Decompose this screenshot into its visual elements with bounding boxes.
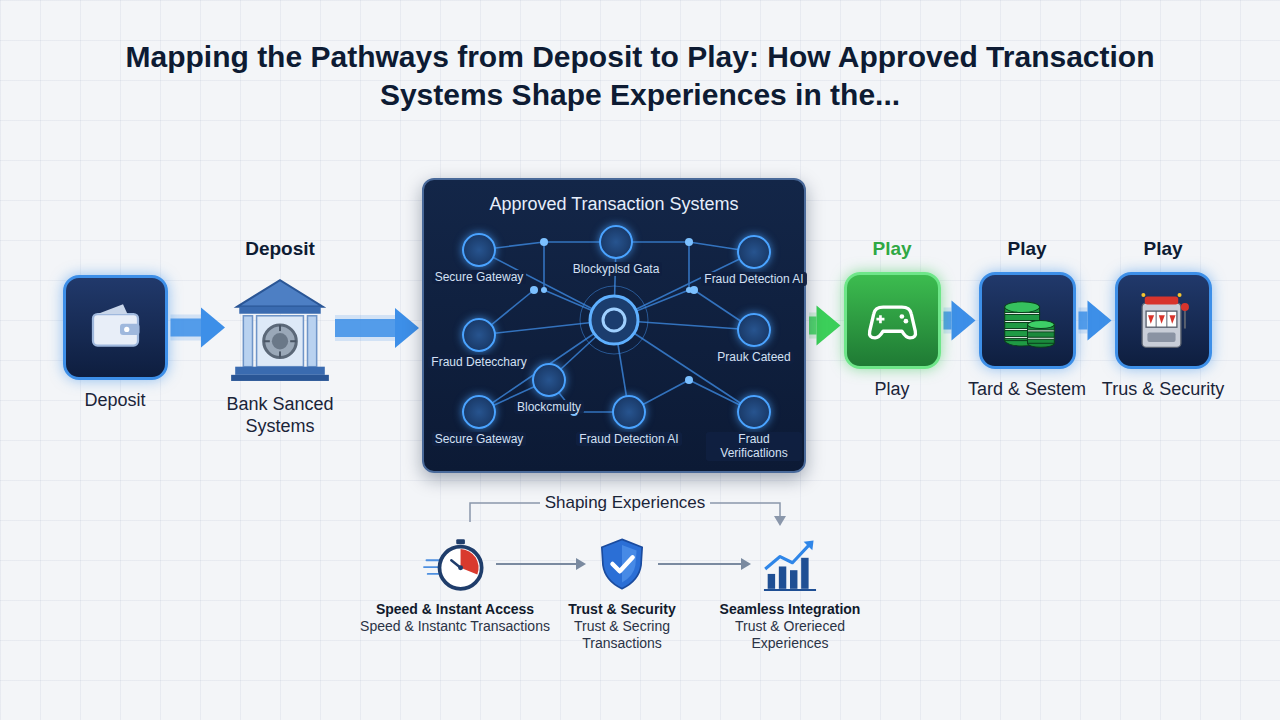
flow-arrow xyxy=(496,558,586,570)
label-wrap: Fraud Verificatlions xyxy=(706,429,802,461)
node-label: Fraud Detecchary xyxy=(428,355,529,369)
step-node: Deposit xyxy=(50,275,180,412)
benefit-item: Seamless IntegrationTrust & Orerieced Ex… xyxy=(705,533,875,651)
system-panel: Approved Transaction SystemsSecure Gatew… xyxy=(422,178,806,473)
step-label: Tard & Sestem xyxy=(967,379,1087,401)
step-node: PlayTrus & Security xyxy=(1098,238,1228,401)
tile-icon xyxy=(228,272,332,384)
network-node: Fraud Detection AI xyxy=(700,235,808,287)
bracket-arrowhead xyxy=(774,516,786,526)
network-node: Secure Gateway xyxy=(424,395,534,447)
node-label: Blockcmulty xyxy=(514,400,584,414)
network-node: Fraud Verificatlions xyxy=(706,395,802,461)
flow-arrow xyxy=(171,308,226,348)
icon-tile xyxy=(1115,272,1212,369)
flow-arrow xyxy=(809,306,841,346)
step-node: PlayTard & Sestem xyxy=(967,238,1087,401)
benefit-text: Trust & Secring Transactions xyxy=(552,618,692,652)
panel-title: Approved Transaction Systems xyxy=(424,194,804,215)
node-circle xyxy=(532,363,566,397)
label-wrap: Secure Gateway xyxy=(424,267,534,285)
benefit-item: Speed & Instant AccessSpeed & Instantc T… xyxy=(360,533,550,635)
step-label: Play xyxy=(836,379,948,401)
diagram-title: Mapping the Pathways from Deposit to Pla… xyxy=(90,38,1190,113)
network-node: Fraud Detecchary xyxy=(424,318,534,370)
label-wrap: Fraud Detection AI xyxy=(569,429,689,447)
network-node: Blockcmulty xyxy=(499,363,599,415)
step-node: PlayPlay xyxy=(836,238,948,401)
flow-arrow xyxy=(335,308,419,348)
node-circle xyxy=(737,235,771,269)
section-label: Shaping Experiences xyxy=(540,493,710,513)
node-label: Prauk Cateed xyxy=(714,350,793,364)
node-circle xyxy=(599,225,633,259)
benefit-title: Trust & Security xyxy=(552,601,692,618)
benefit-text: Trust & Orerieced Experiences xyxy=(705,618,875,652)
node-label: Fraud Verificatlions xyxy=(706,432,802,461)
label-wrap: Blockcmulty xyxy=(499,397,599,415)
benefit-title: Speed & Instant Access xyxy=(360,601,550,618)
node-label: Fraud Detection AI xyxy=(701,272,806,286)
benefit-title: Seamless Integration xyxy=(705,601,875,618)
node-label: Secure Gateway xyxy=(432,270,527,284)
tile-icon xyxy=(994,287,1061,354)
step-heading: Play xyxy=(1098,238,1228,260)
benefit-item: Trust & SecurityTrust & Secring Transact… xyxy=(552,533,692,651)
tile-icon xyxy=(78,290,153,365)
benefit-text: Speed & Instantc Transactions xyxy=(360,618,550,635)
step-label: Deposit xyxy=(50,390,180,412)
step-heading: Play xyxy=(836,238,948,260)
node-circle xyxy=(737,395,771,429)
step-label: Bank Sanced Systems xyxy=(205,394,355,437)
step-heading: Deposit xyxy=(205,238,355,260)
node-circle xyxy=(612,395,646,429)
benefit-icon xyxy=(759,533,821,595)
node-label: Secure Gateway xyxy=(432,432,527,446)
icon-tile xyxy=(228,272,332,384)
label-wrap: Prauk Cateed xyxy=(700,347,808,365)
label-wrap: Secure Gateway xyxy=(424,429,534,447)
step-heading: Play xyxy=(967,238,1087,260)
network-node: Blockyplsd Gata xyxy=(561,225,671,277)
flow-arrow xyxy=(658,558,751,570)
label-wrap: Fraud Detecchary xyxy=(424,352,534,370)
node-circle xyxy=(737,313,771,347)
network-node: Prauk Cateed xyxy=(700,313,808,365)
label-wrap: Fraud Detection AI xyxy=(700,269,808,287)
icon-tile xyxy=(979,272,1076,369)
icon-tile xyxy=(63,275,168,380)
tile-icon xyxy=(1130,287,1197,354)
benefit-icon xyxy=(422,533,488,595)
network-node: Fraud Detection AI xyxy=(569,395,689,447)
node-label: Fraud Detection AI xyxy=(576,432,681,446)
icon-tile xyxy=(844,272,941,369)
node-label: Blockyplsd Gata xyxy=(570,262,663,276)
node-circle xyxy=(462,233,496,267)
benefit-icon xyxy=(594,533,650,595)
flow-arrow xyxy=(1079,301,1112,341)
node-circle xyxy=(462,395,496,429)
tile-icon xyxy=(859,287,926,354)
step-node: DepositBank Sanced Systems xyxy=(205,238,355,437)
network-node: Secure Gateway xyxy=(424,233,534,285)
label-wrap: Blockyplsd Gata xyxy=(561,259,671,277)
flow-arrow xyxy=(944,301,976,341)
node-circle xyxy=(462,318,496,352)
step-label: Trus & Security xyxy=(1098,379,1228,401)
